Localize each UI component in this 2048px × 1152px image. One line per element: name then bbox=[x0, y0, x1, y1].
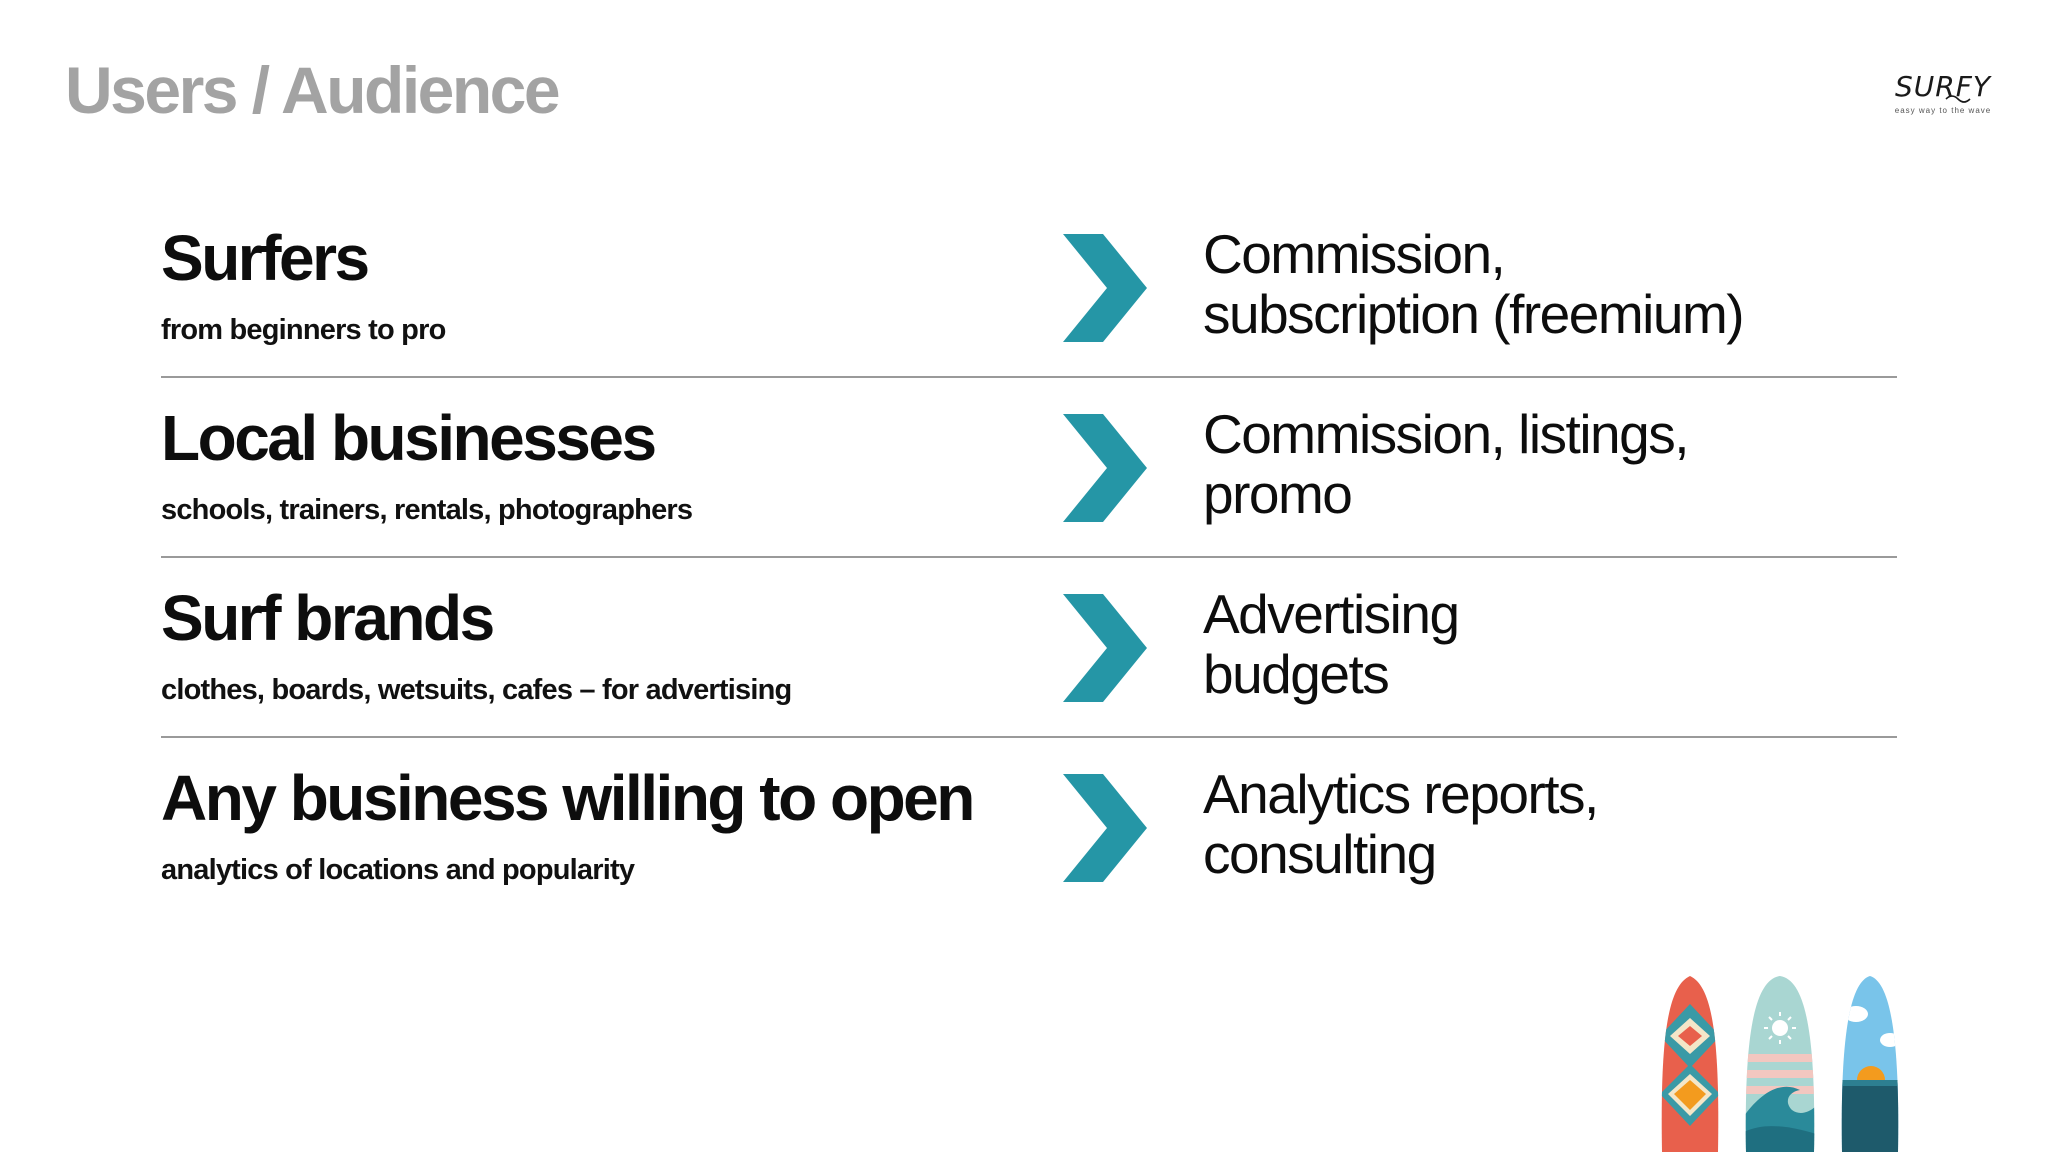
surfy-logo: SURFY easy way to the wave bbox=[1888, 70, 1998, 118]
surfboard-sunset-icon bbox=[1841, 976, 1899, 1152]
monetization-line: budgets bbox=[1203, 643, 1390, 705]
monetization-line: subscription (freemium) bbox=[1203, 283, 1745, 345]
logo-wordmark: SURFY bbox=[1895, 70, 1991, 103]
monetization-text: Advertising budgets bbox=[1203, 584, 1843, 704]
audience-name: Any business willing to open bbox=[161, 762, 975, 834]
audience-row-any-business: Any business willing to open analytics o… bbox=[161, 738, 1897, 918]
monetization-text: Commission, listings, promo bbox=[1203, 404, 1843, 524]
audience-description: analytics of locations and popularity bbox=[161, 854, 635, 886]
audience-description: clothes, boards, wetsuits, cafes – for a… bbox=[161, 674, 792, 706]
logo-tagline: easy way to the wave bbox=[1894, 106, 1992, 115]
chevron-right-icon bbox=[1063, 594, 1147, 702]
audience-name: Surf brands bbox=[161, 582, 495, 654]
audience-description: schools, trainers, rentals, photographer… bbox=[161, 494, 693, 526]
page-title: Users / Audience bbox=[65, 53, 561, 127]
chevron-right-icon bbox=[1063, 774, 1147, 882]
logo-wave-mark bbox=[1945, 95, 1971, 103]
audience-row-surfers: Surfers from beginners to pro Commission… bbox=[161, 198, 1897, 378]
monetization-line: promo bbox=[1203, 463, 1353, 525]
surfboard-sun-wave-icon bbox=[1745, 976, 1815, 1152]
chevron-right-icon bbox=[1063, 234, 1147, 342]
monetization-line: Advertising bbox=[1203, 583, 1460, 645]
monetization-line: Commission, listings, bbox=[1203, 403, 1690, 465]
monetization-text: Commission, subscription (freemium) bbox=[1203, 224, 1843, 344]
audience-row-surf-brands: Surf brands clothes, boards, wetsuits, c… bbox=[161, 558, 1897, 738]
chevron-right-icon bbox=[1063, 414, 1147, 522]
surfboard-geometric-icon bbox=[1661, 976, 1719, 1152]
monetization-text: Analytics reports, consulting bbox=[1203, 764, 1843, 884]
audience-name: Local businesses bbox=[161, 402, 657, 474]
audience-name: Surfers bbox=[161, 222, 370, 294]
audience-table: Surfers from beginners to pro Commission… bbox=[161, 198, 1897, 918]
audience-row-local-businesses: Local businesses schools, trainers, rent… bbox=[161, 378, 1897, 558]
monetization-line: consulting bbox=[1203, 823, 1437, 885]
audience-description: from beginners to pro bbox=[161, 314, 446, 346]
monetization-line: Commission, bbox=[1203, 223, 1506, 285]
surfboards-illustration bbox=[1661, 976, 1899, 1152]
monetization-line: Analytics reports, bbox=[1203, 763, 1599, 825]
